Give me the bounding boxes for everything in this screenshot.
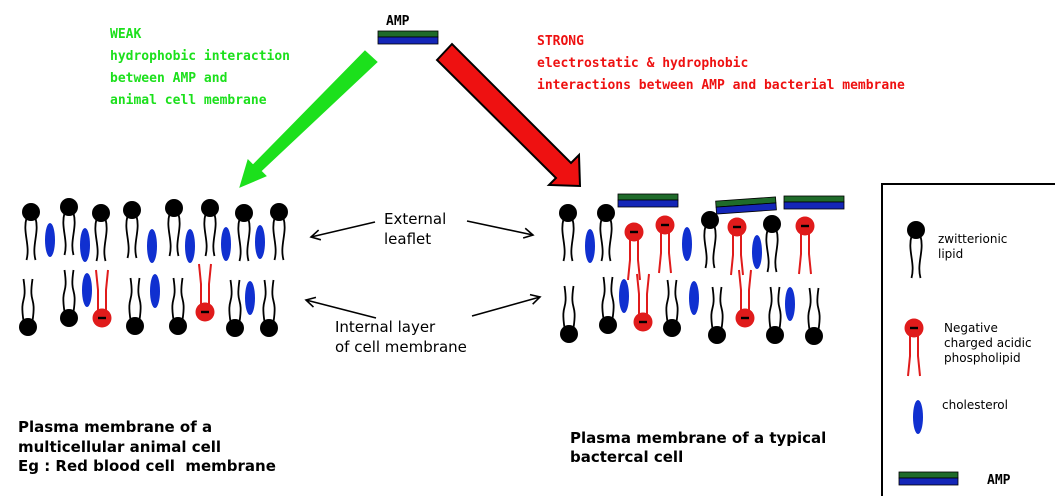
bacterial-outer-acidic-lipid (624, 222, 644, 281)
amp-top-label: AMP (386, 14, 410, 29)
amp-top-blue-band (377, 36, 439, 45)
strong-interaction-text: STRONG electrostatic & hydrophobic interac… (537, 34, 905, 93)
external-right-arrow (466, 220, 535, 239)
strong-text-line1: STRONG (537, 34, 584, 49)
legend-acidic-line3: phospholipid (944, 351, 1021, 365)
bacterial-inner-zwitterionic-lipid (708, 286, 726, 344)
legend-zwitterionic-icon (907, 221, 925, 279)
bacterial-outer-zwitterionic-lipid (597, 204, 615, 262)
animal-caption-line1: Plasma membrane of a (18, 418, 212, 436)
legend-amp-icon (898, 471, 959, 486)
animal-inner-zwitterionic-lipid (60, 269, 78, 327)
external-label-line1: External (384, 210, 446, 228)
bacterial-outer-acidic-lipid (655, 215, 675, 274)
animal-outer-zwitterionic-lipid (165, 199, 183, 257)
bacterial-inner-acidic-lipid (735, 269, 755, 328)
animal-inner-cholesterol (82, 273, 92, 307)
animal-outer-cholesterol (147, 229, 157, 263)
bacterial-inner-cholesterol (785, 287, 795, 321)
animal-outer-zwitterionic-lipid (60, 198, 78, 256)
bacterial-inner-cholesterol (619, 279, 629, 313)
animal-inner-zwitterionic-lipid (126, 277, 144, 335)
animal-outer-zwitterionic-lipid (201, 199, 219, 257)
animal-inner-zwitterionic-lipid (226, 279, 244, 337)
legend-cholesterol-label: cholesterol (942, 398, 1008, 412)
internal-label-line1: Internal layer (335, 318, 436, 336)
animal-inner-cholesterol (150, 274, 160, 308)
animal-inner-acidic-lipid (195, 263, 215, 322)
animal-outer-zwitterionic-lipid (22, 203, 40, 261)
animal-inner-zwitterionic-lipid (260, 279, 278, 337)
animal-caption-line2: multicellular animal cell (18, 438, 221, 456)
weak-text-line1: WEAK (110, 27, 141, 42)
bacterial-outer-cholesterol (752, 235, 762, 269)
legend-acidic-icon (904, 318, 924, 377)
animal-inner-zwitterionic-lipid (169, 277, 187, 335)
bacterial-amp-peptide (783, 195, 845, 210)
weak-arrow (239, 50, 378, 188)
weak-interaction-text: WEAK hydrophobic interaction between AMP a… (110, 27, 290, 108)
animal-outer-zwitterionic-lipid (92, 204, 110, 262)
bacterial-amp-peptide (715, 196, 777, 215)
bacterial-outer-zwitterionic-lipid (559, 204, 577, 262)
bacterial-inner-zwitterionic-lipid (663, 279, 681, 337)
animal-outer-zwitterionic-lipid (270, 203, 288, 261)
internal-left-arrow (304, 296, 377, 319)
bacterial-inner-cholesterol (689, 281, 699, 315)
amp-top: AMP (377, 14, 439, 45)
bacterial-outer-acidic-lipid (727, 217, 747, 276)
legend-acidic-line2: charged acidic (944, 336, 1032, 350)
strong-text-line2: electrostatic & hydrophobic (537, 56, 748, 71)
animal-inner-acidic-lipid (92, 269, 112, 328)
animal-outer-cholesterol (185, 229, 195, 263)
bacterial-caption-line1: Plasma membrane of a typical (570, 429, 826, 447)
bacterial-amp-peptide (617, 193, 679, 208)
leaflet-pointer-arrows (304, 220, 542, 319)
bacterial-inner-zwitterionic-lipid (805, 287, 823, 345)
external-label-line2: leaflet (384, 230, 431, 248)
animal-outer-cholesterol (45, 223, 55, 257)
legend-cholesterol-icon (913, 400, 923, 434)
external-left-arrow (309, 221, 376, 241)
bacterial-outer-zwitterionic-lipid (701, 211, 719, 269)
internal-right-arrow (471, 293, 542, 317)
animal-outer-cholesterol (255, 225, 265, 259)
weak-text-line3: between AMP and (110, 71, 227, 86)
bacterial-outer-cholesterol (682, 227, 692, 261)
legend-zwitterionic-line1: zwitterionic (938, 232, 1007, 246)
animal-cell-membrane (19, 198, 288, 337)
weak-text-line2: hydrophobic interaction (110, 49, 290, 64)
internal-label-line2: of cell membrane (335, 338, 467, 356)
bacterial-inner-zwitterionic-lipid (560, 285, 578, 343)
bacterial-inner-zwitterionic-lipid (766, 286, 784, 344)
amp-top-green-band (377, 30, 439, 38)
bacterial-inner-zwitterionic-lipid (599, 276, 617, 334)
bacterial-outer-acidic-lipid (795, 216, 815, 275)
bacterial-outer-zwitterionic-lipid (763, 215, 781, 273)
legend-acidic-line1: Negative (944, 321, 998, 335)
legend: zwitterionic lipid Negative charged acid… (881, 183, 1055, 496)
legend-amp-label: AMP (987, 473, 1011, 488)
animal-inner-zwitterionic-lipid (19, 278, 37, 336)
animal-outer-zwitterionic-lipid (123, 201, 141, 259)
animal-outer-zwitterionic-lipid (235, 204, 253, 262)
strong-text-line3: interactions between AMP and bacterial m… (537, 78, 905, 93)
bacterial-cell-membrane (559, 193, 845, 345)
bacterial-outer-cholesterol (585, 229, 595, 263)
animal-outer-cholesterol (80, 228, 90, 262)
strong-arrow (435, 42, 582, 188)
animal-caption-line3: Eg : Red blood cell membrane (18, 457, 276, 475)
animal-inner-cholesterol (245, 281, 255, 315)
bacterial-inner-acidic-lipid (633, 273, 653, 332)
bacterial-caption-line2: bactercal cell (570, 448, 683, 466)
legend-zwitterionic-line2: lipid (938, 247, 963, 261)
animal-outer-cholesterol (221, 227, 231, 261)
weak-text-line4: animal cell membrane (110, 93, 267, 108)
